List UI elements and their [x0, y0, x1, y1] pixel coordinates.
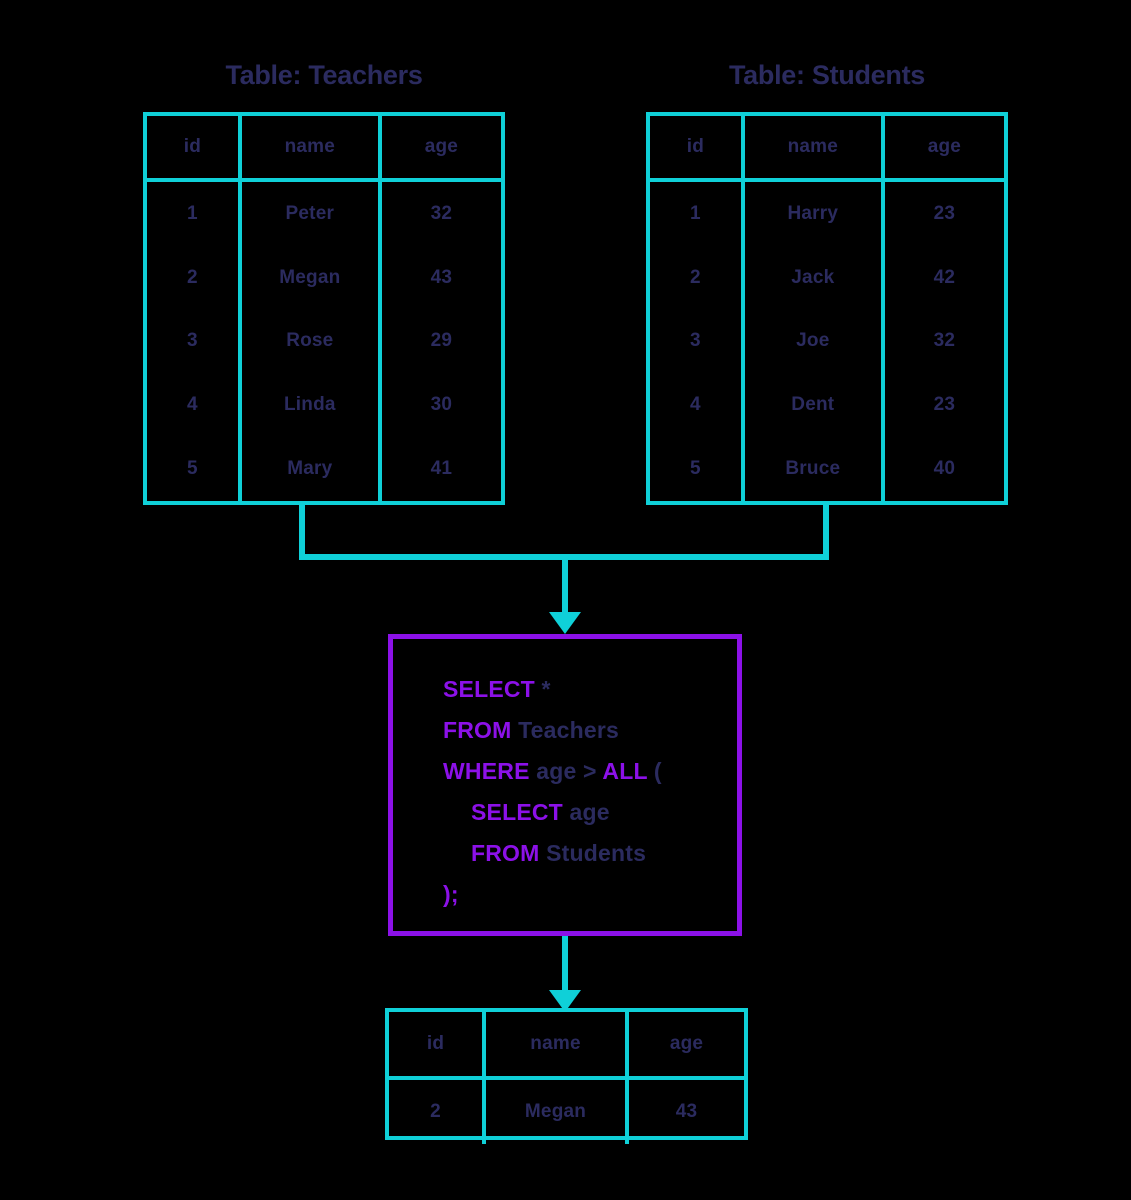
sql-keyword: SELECT	[443, 676, 535, 702]
column-header-name: name	[486, 1012, 629, 1076]
table-cell: Megan	[242, 245, 382, 310]
arrow-into-query-box	[549, 612, 581, 634]
sql-line: );	[443, 874, 737, 915]
sql-line: WHERE age > ALL (	[443, 751, 737, 792]
sql-keyword: );	[443, 881, 459, 907]
table-cell: 5	[147, 437, 242, 501]
table-cell: 2	[147, 245, 242, 310]
sql-keyword: SELECT	[471, 799, 563, 825]
table-cell: 23	[933, 202, 956, 224]
sql-keyword: ALL	[602, 758, 648, 784]
column-header-name: name	[745, 116, 885, 178]
table-cell: 4	[650, 373, 745, 438]
table-cell: 23	[933, 394, 956, 416]
table-cell: 2	[650, 245, 745, 310]
sql-keyword: WHERE	[443, 758, 530, 784]
table-cell: 5	[650, 437, 745, 501]
column-header-age: age	[927, 136, 962, 157]
table-cell: 4	[147, 373, 242, 438]
sql-line: SELECT *	[443, 669, 737, 710]
table-cell: 32	[933, 330, 956, 352]
sql-keyword: FROM	[471, 840, 540, 866]
connector-query-stem	[562, 554, 568, 616]
table-cell: Joe	[745, 309, 885, 374]
table-cell: 32	[430, 202, 453, 224]
table-cell: Jack	[745, 245, 885, 310]
table-cell: Mary	[242, 437, 382, 501]
table-cell: 2	[389, 1080, 486, 1144]
sql-identifier: (	[647, 758, 662, 784]
connector-teachers-drop	[299, 505, 305, 560]
sql-identifier: Students	[539, 840, 647, 866]
table-cell: 40	[933, 458, 956, 480]
table-cell: 42	[933, 266, 956, 288]
column-header-id: id	[147, 116, 242, 178]
table-cell: 3	[650, 309, 745, 374]
table-cell: 43	[675, 1101, 698, 1122]
table-cell: 41	[430, 458, 453, 480]
table-cell: 29	[430, 330, 453, 352]
table-cell: Harry	[745, 182, 885, 246]
table-cell: Peter	[242, 182, 382, 246]
column-header-id: id	[389, 1012, 486, 1076]
table-cell: 3	[147, 309, 242, 374]
sql-identifier: *	[534, 676, 551, 702]
sql-identifier: Teachers	[511, 717, 620, 743]
sql-line: SELECT age	[443, 792, 737, 833]
table-cell: 30	[430, 394, 453, 416]
sql-identifier: age	[562, 799, 610, 825]
sql-identifier: age >	[529, 758, 603, 784]
table-cell: 43	[430, 266, 453, 288]
connector-result-stem	[562, 936, 568, 1000]
column-header-id: id	[650, 116, 745, 178]
table-cell: Dent	[745, 373, 885, 438]
column-header-age: age	[669, 1033, 704, 1054]
column-header-age: age	[424, 136, 459, 157]
table-cell: Megan	[486, 1080, 629, 1144]
table-cell: 1	[147, 182, 242, 246]
table-cell: Bruce	[745, 437, 885, 501]
table-cell: Rose	[242, 309, 382, 374]
sql-line: FROM Students	[443, 833, 737, 874]
students-table-title: Table: Students	[728, 60, 925, 90]
table-cell: Linda	[242, 373, 382, 438]
arrow-into-result-table	[549, 990, 581, 1012]
teachers-table-title: Table: Teachers	[225, 60, 423, 90]
connector-students-drop	[823, 505, 829, 560]
table-cell: 1	[650, 182, 745, 246]
column-header-name: name	[242, 116, 382, 178]
sql-line: FROM Teachers	[443, 710, 737, 751]
sql-keyword: FROM	[443, 717, 512, 743]
